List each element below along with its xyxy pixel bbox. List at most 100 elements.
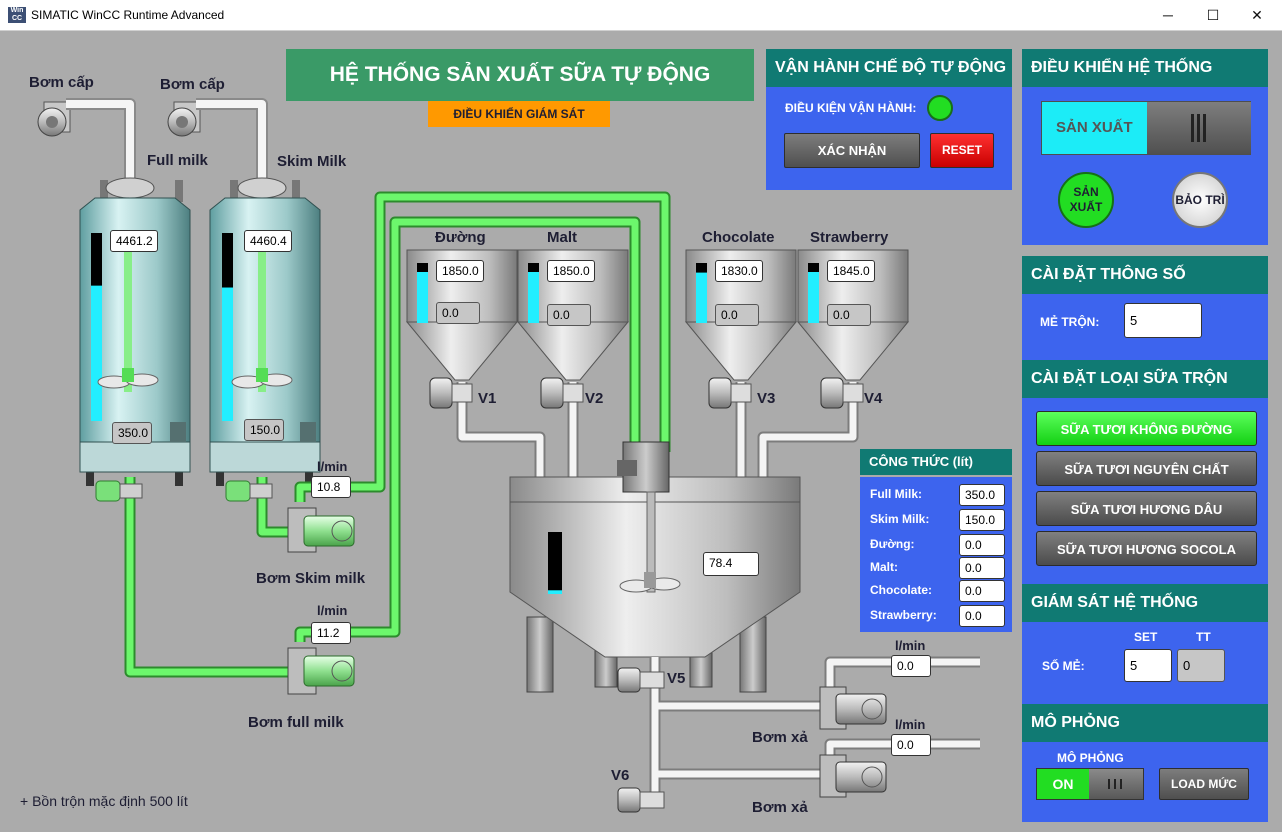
hopper-strawberry-label: Strawberry — [810, 229, 889, 246]
recipe-strawberry-value[interactable]: 0.0 — [959, 605, 1005, 627]
run-condition-indicator — [927, 95, 953, 121]
valve-v6 — [617, 787, 665, 813]
full-milk-level-display: 4461.2 — [110, 230, 158, 252]
skim-milk-level-display: 4460.4 — [244, 230, 292, 252]
hopper-valves — [429, 377, 864, 409]
drain-flow-2-unit: l/min — [895, 717, 926, 732]
full-flow-unit: l/min — [317, 603, 348, 618]
drain-flow-1-display: 0.0 — [891, 655, 931, 677]
recipe-duong-label: Đường: — [870, 537, 915, 551]
hopper-strawberry-level: 1845.0 — [827, 260, 875, 282]
tank-valve-2 — [225, 480, 273, 502]
milk-type-pure-button[interactable]: SỮA TƯƠI NGUYÊN CHẤT — [1036, 451, 1257, 486]
simulation-switch-knob[interactable] — [1089, 769, 1143, 799]
valve-v4-label: V4 — [864, 390, 883, 407]
skim-milk-tank — [209, 177, 321, 486]
valve-v5 — [617, 667, 665, 693]
recipe-title: CÔNG THỨC (lít) — [860, 449, 1012, 475]
drain-flow-1-unit: l/min — [895, 638, 926, 653]
batch-set-display: 5 — [1124, 649, 1172, 682]
milk-type-strawberry-button[interactable]: SỮA TƯƠI HƯƠNG DÂU — [1036, 491, 1257, 526]
auto-mode-title: VẬN HÀNH CHẾ ĐỘ TỰ ĐỘNG — [766, 49, 1012, 87]
feed-pump-2-label: Bơm cấp — [160, 76, 225, 93]
simulation-title: MÔ PHỎNG — [1022, 704, 1268, 742]
feed-pump-2 — [167, 101, 201, 137]
recipe-malt-value[interactable]: 0.0 — [959, 557, 1005, 579]
hopper-chocolate-level: 1830.0 — [715, 260, 763, 282]
skim-milk-out-display: 150.0 — [244, 419, 284, 441]
tt-label: TT — [1196, 630, 1211, 644]
set-label: SET — [1134, 630, 1158, 644]
params-title: CÀI ĐẶT THÔNG SỐ — [1022, 256, 1268, 294]
batch-actual-display: 0 — [1177, 649, 1225, 682]
production-switch-label: SẢN XUẤT — [1056, 119, 1133, 136]
valve-v1-label: V1 — [478, 390, 497, 407]
batch-count-label: SỐ MẺ: — [1042, 659, 1085, 673]
batch-label: MẺ TRỘN: — [1040, 315, 1100, 329]
hopper-duong-level: 1850.0 — [436, 260, 484, 282]
system-control-title: ĐIỀU KHIỂN HỆ THỐNG — [1022, 49, 1268, 87]
minimize-button[interactable]: ─ — [1163, 7, 1173, 23]
mixing-tank — [509, 441, 801, 693]
milk-type-no-sugar-button[interactable]: SỮA TƯƠI KHÔNG ĐƯỜNG — [1036, 411, 1257, 446]
full-flow-display: 11.2 — [311, 622, 351, 644]
hopper-malt-level: 1850.0 — [547, 260, 595, 282]
drain-pump-2-label: Bơm xả — [752, 799, 808, 816]
skim-pump-label: Bơm Skim milk — [256, 570, 366, 587]
page-title: HỆ THỐNG SẢN XUẤT SỮA TỰ ĐỘNG — [286, 49, 754, 101]
hopper-malt-label: Malt — [547, 229, 577, 246]
drain-flow-2-display: 0.0 — [891, 734, 931, 756]
recipe-full-value[interactable]: 350.0 — [959, 484, 1005, 506]
load-level-button[interactable]: LOAD MỨC — [1159, 768, 1249, 800]
process-diagram — [37, 98, 980, 813]
valve-v5-label: V5 — [667, 670, 686, 687]
hopper-malt-out: 0.0 — [547, 304, 591, 326]
recipe-skim-label: Skim Milk: — [870, 512, 930, 526]
tank-valve-1 — [95, 480, 143, 502]
feed-pipes — [66, 98, 268, 187]
hopper-chocolate-label: Chocolate — [702, 229, 775, 246]
valve-v6-label: V6 — [611, 767, 630, 784]
hmi-canvas: Bơm cấp Bơm cấp Full milk Skim Milk 4461… — [0, 32, 1282, 832]
skim-flow-display: 10.8 — [311, 476, 351, 498]
confirm-button[interactable]: XÁC NHẬN — [784, 133, 920, 168]
recipe-duong-value[interactable]: 0.0 — [959, 534, 1005, 556]
full-milk-pump — [287, 647, 355, 695]
window-title: SIMATIC WinCC Runtime Advanced — [31, 8, 225, 22]
recipe-chocolate-label: Chocolate: — [870, 583, 933, 597]
monitoring-title: GIÁM SÁT HỆ THỐNG — [1022, 584, 1268, 622]
valve-v3-label: V3 — [757, 390, 776, 407]
feed-pump-1 — [37, 101, 71, 137]
milk-type-chocolate-button[interactable]: SỮA TƯƠI HƯƠNG SOCOLA — [1036, 531, 1257, 566]
hopper-duong-out: 0.0 — [436, 302, 480, 324]
recipe-chocolate-value[interactable]: 0.0 — [959, 580, 1005, 602]
recipe-skim-value[interactable]: 150.0 — [959, 509, 1005, 531]
full-milk-out-display: 350.0 — [112, 422, 152, 444]
reset-button[interactable]: RESET — [930, 133, 994, 168]
hopper-strawberry-out: 0.0 — [827, 304, 871, 326]
full-pump-label: Bơm full milk — [248, 714, 344, 731]
window-titlebar: Win CC SIMATIC WinCC Runtime Advanced ─ … — [0, 0, 1282, 31]
skim-milk-pump — [287, 507, 355, 553]
produce-button[interactable]: SẢN XUẤT — [1058, 172, 1114, 228]
maintenance-button[interactable]: BẢO TRÌ — [1172, 172, 1228, 228]
valve-v2-label: V2 — [585, 390, 604, 407]
monitor-control-button[interactable]: ĐIỀU KHIỂN GIÁM SÁT — [428, 101, 610, 127]
recipe-strawberry-label: Strawberry: — [870, 608, 937, 622]
milk-type-title: CÀI ĐẶT LOẠI SỮA TRỘN — [1022, 360, 1268, 398]
run-condition-label: ĐIỀU KIỆN VẬN HÀNH: — [785, 101, 917, 115]
close-button[interactable]: ✕ — [1251, 7, 1263, 23]
maximize-button[interactable]: ☐ — [1206, 7, 1220, 23]
skim-milk-label: Skim Milk — [277, 153, 347, 170]
hopper-chocolate-out: 0.0 — [715, 304, 759, 326]
footnote: + Bồn trộn mặc định 500 lít — [20, 793, 188, 809]
production-switch[interactable]: SẢN XUẤT — [1041, 101, 1251, 155]
simulation-switch-caption: MÔ PHỎNG — [1057, 751, 1124, 765]
production-switch-knob[interactable] — [1147, 102, 1251, 154]
batch-input[interactable]: 5 — [1124, 303, 1202, 338]
hopper-duong-label: Đường — [435, 229, 486, 246]
app-icon: Win CC — [8, 7, 26, 23]
simulation-switch[interactable]: ON — [1036, 768, 1144, 800]
full-milk-tank — [79, 177, 191, 486]
skim-flow-unit: l/min — [317, 459, 348, 474]
